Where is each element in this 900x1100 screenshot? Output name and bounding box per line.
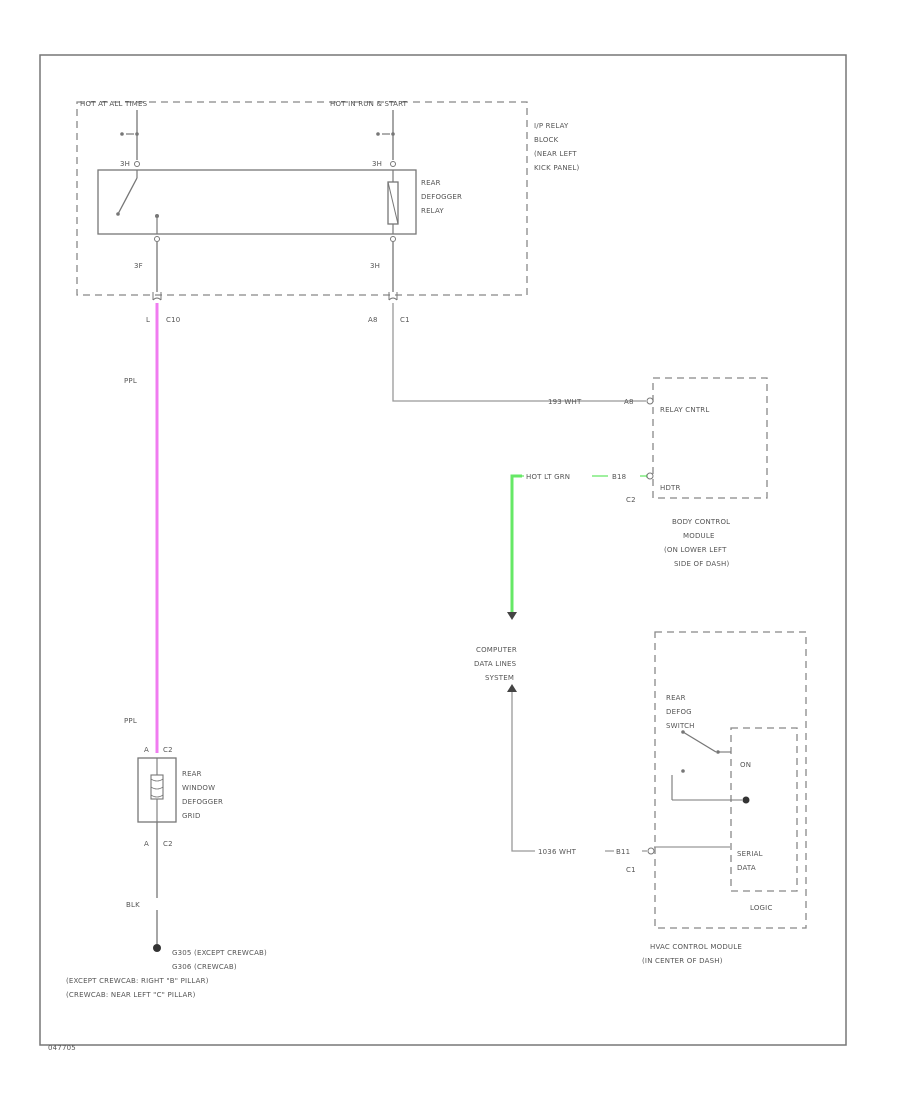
bcm-label: BODY CONTROL MODULE (ON LOWER LEFT SIDE … bbox=[664, 518, 730, 568]
wire-label-b11: B11 bbox=[616, 848, 630, 856]
svg-text:REAR: REAR bbox=[666, 694, 686, 702]
svg-text:WINDOW: WINDOW bbox=[182, 784, 215, 792]
wire-label-ppl-top: PPL bbox=[124, 377, 137, 385]
svg-text:SWITCH: SWITCH bbox=[666, 722, 695, 730]
svg-text:DEFOGGER: DEFOGGER bbox=[421, 193, 462, 201]
svg-text:DEFOG: DEFOG bbox=[666, 708, 692, 716]
relay-name-label: REAR DEFOGGER RELAY bbox=[421, 179, 462, 215]
grid-pin-bottom: A bbox=[144, 840, 149, 848]
wire-label-lt-grn: HOT LT GRN bbox=[526, 473, 570, 481]
serial-conn-c1: C1 bbox=[626, 866, 636, 874]
ground-label: G305 (EXCEPT CREWCAB) G306 (CREWCAB) (EX… bbox=[66, 949, 267, 999]
pin-top-left: 3H bbox=[120, 160, 130, 168]
pin-top-right: 3H bbox=[372, 160, 382, 168]
heater-grid-icon bbox=[150, 758, 164, 822]
conn-right-pin: A8 bbox=[368, 316, 378, 324]
svg-text:DATA: DATA bbox=[737, 864, 756, 872]
conn-left-name: C10 bbox=[166, 316, 180, 324]
wire-label-1036: 1036 WHT bbox=[538, 848, 577, 856]
wire-label-ppl-bottom: PPL bbox=[124, 717, 137, 725]
wire-label-b18: B18 bbox=[612, 473, 626, 481]
relay-body bbox=[97, 169, 417, 235]
cdl-label: COMPUTER DATA LINES SYSTEM bbox=[474, 646, 517, 682]
svg-text:BLOCK: BLOCK bbox=[534, 136, 559, 144]
bcm-boundary bbox=[652, 377, 768, 499]
connector-c1 bbox=[388, 292, 398, 301]
bcm-relay-cntrl: RELAY CNTRL bbox=[660, 406, 709, 414]
svg-text:MODULE: MODULE bbox=[683, 532, 715, 540]
svg-text:SIDE OF DASH): SIDE OF DASH) bbox=[674, 560, 729, 568]
grid-conn-top: C2 bbox=[163, 746, 173, 754]
arrow-up-icon bbox=[507, 684, 517, 692]
svg-text:G306 (CREWCAB): G306 (CREWCAB) bbox=[172, 963, 237, 971]
hot-at-all-times-label: HOT AT ALL TIMES bbox=[80, 100, 148, 108]
wire-relay-control bbox=[392, 303, 646, 402]
svg-text:KICK PANEL): KICK PANEL) bbox=[534, 164, 579, 172]
bcm-pin-a8: A8 bbox=[624, 398, 634, 406]
relay-block-boundary bbox=[76, 101, 528, 296]
svg-text:BODY CONTROL: BODY CONTROL bbox=[672, 518, 730, 526]
fuse-icon-right bbox=[376, 132, 395, 136]
svg-text:(NEAR LEFT: (NEAR LEFT bbox=[534, 150, 577, 158]
hvac-on-label: ON bbox=[740, 761, 751, 769]
svg-text:RELAY: RELAY bbox=[421, 207, 444, 215]
svg-text:REAR: REAR bbox=[421, 179, 441, 187]
logic-label: LOGIC bbox=[750, 904, 773, 912]
svg-text:HVAC CONTROL MODULE: HVAC CONTROL MODULE bbox=[650, 943, 742, 951]
svg-text:REAR: REAR bbox=[182, 770, 202, 778]
svg-text:DEFOGGER: DEFOGGER bbox=[182, 798, 223, 806]
svg-text:(ON LOWER LEFT: (ON LOWER LEFT bbox=[664, 546, 727, 554]
diagram-frame bbox=[39, 54, 847, 1046]
svg-text:GRID: GRID bbox=[182, 812, 201, 820]
svg-text:(CREWCAB: NEAR LEFT "C" PILLAR: (CREWCAB: NEAR LEFT "C" PILLAR) bbox=[66, 991, 196, 999]
relay-coil-icon bbox=[387, 170, 399, 234]
svg-text:DATA LINES: DATA LINES bbox=[474, 660, 517, 668]
bcm-conn-c2: C2 bbox=[626, 496, 636, 504]
hvac-boundary bbox=[654, 631, 807, 929]
grid-label: REAR WINDOW DEFOGGER GRID bbox=[182, 770, 223, 820]
wire-label-193: 193 WHT bbox=[548, 398, 582, 406]
pin-bottom-right: 3H bbox=[370, 262, 380, 270]
serial-data-label: SERIAL DATA bbox=[737, 850, 763, 872]
rear-defog-switch-label: REAR DEFOG SWITCH bbox=[666, 694, 695, 730]
svg-text:I/P RELAY: I/P RELAY bbox=[534, 122, 569, 130]
relay-switch-icon bbox=[116, 170, 159, 234]
svg-text:COMPUTER: COMPUTER bbox=[476, 646, 517, 654]
relay-block-label: I/P RELAY BLOCK (NEAR LEFT KICK PANEL) bbox=[534, 122, 579, 172]
svg-text:SYSTEM: SYSTEM bbox=[485, 674, 514, 682]
conn-left-pin: L bbox=[146, 316, 150, 324]
conn-right-name: C1 bbox=[400, 316, 410, 324]
wire-label-blk: BLK bbox=[126, 901, 140, 909]
hot-in-run-start-label: HOT IN RUN & START bbox=[330, 100, 408, 108]
fuse-icon-left bbox=[120, 132, 139, 136]
svg-text:(IN CENTER OF DASH): (IN CENTER OF DASH) bbox=[642, 957, 723, 965]
bcm-hdtr: HDTR bbox=[660, 484, 681, 492]
svg-text:(EXCEPT CREWCAB: RIGHT "B" PIL: (EXCEPT CREWCAB: RIGHT "B" PILLAR) bbox=[66, 977, 209, 985]
defog-switch-icon bbox=[671, 730, 750, 804]
wire-serial-data bbox=[511, 692, 647, 852]
ground-point-icon bbox=[153, 944, 161, 952]
svg-text:G305 (EXCEPT CREWCAB): G305 (EXCEPT CREWCAB) bbox=[172, 949, 267, 957]
grid-conn-bottom: C2 bbox=[163, 840, 173, 848]
pin-bottom-left: 3F bbox=[134, 262, 143, 270]
logic-boundary bbox=[730, 727, 798, 892]
svg-text:SERIAL: SERIAL bbox=[737, 850, 763, 858]
connector-c10 bbox=[152, 292, 162, 301]
arrow-down-icon bbox=[507, 612, 517, 620]
footer-code: 047705 bbox=[48, 1044, 76, 1052]
grid-pin-top: A bbox=[144, 746, 149, 754]
hvac-module-label: HVAC CONTROL MODULE (IN CENTER OF DASH) bbox=[642, 943, 742, 965]
